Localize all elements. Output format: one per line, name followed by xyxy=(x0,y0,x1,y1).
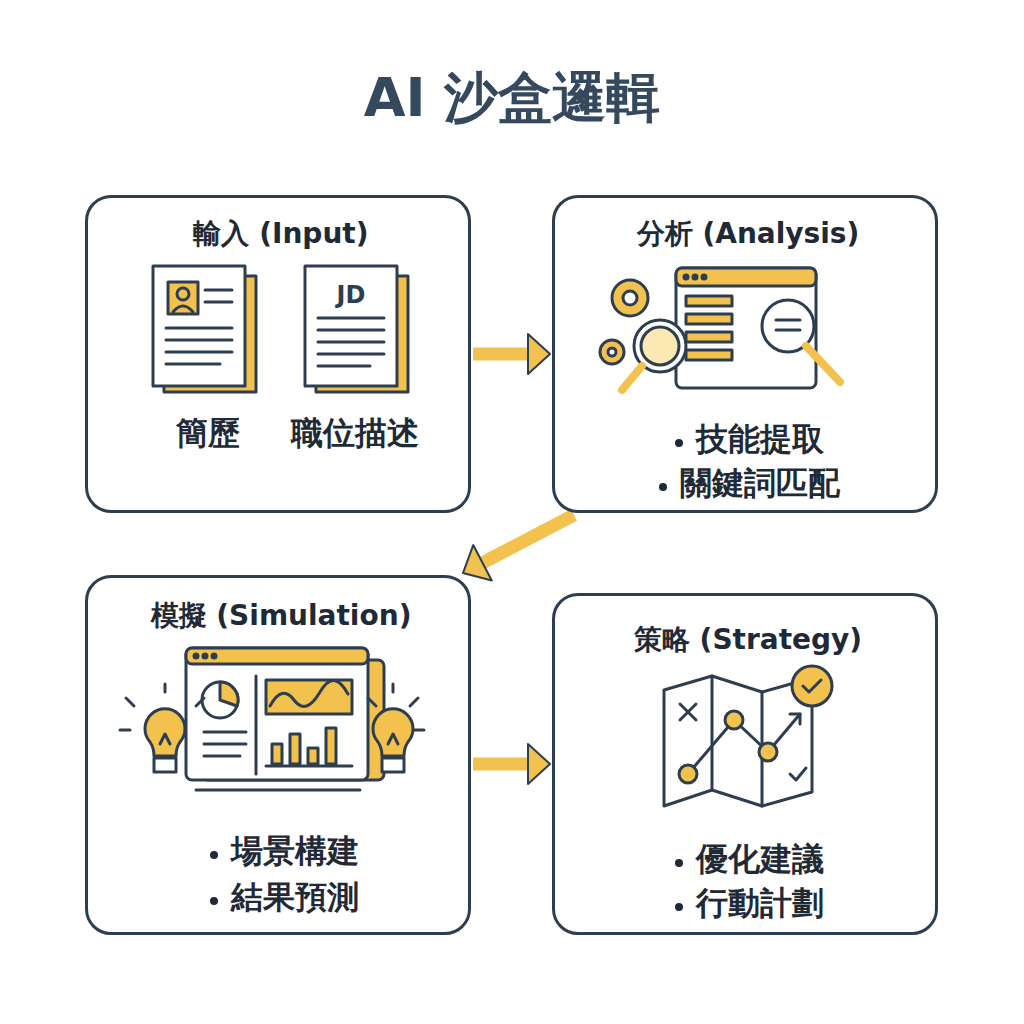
process-box: 模擬 (Simulation) 場景構建結果預測 xyxy=(85,575,471,935)
box-heading: 策略 (Strategy) xyxy=(634,621,862,659)
flow-arrow xyxy=(473,334,550,374)
box-item: 簡歷 xyxy=(176,412,240,456)
bullet-dot xyxy=(659,483,667,491)
bullet-dot xyxy=(210,851,218,859)
box-item: 行動計劃 xyxy=(696,882,824,926)
process-box: 輸入 (Input) 簡歷 職位描述 xyxy=(85,195,471,513)
bullet-dot xyxy=(675,439,683,447)
bullet-dot xyxy=(675,859,683,867)
diagram-title: AI 沙盒邏輯 xyxy=(0,62,1024,135)
bullet-dot xyxy=(675,903,683,911)
box-heading: 輸入 (Input) xyxy=(193,215,368,253)
flow-arrow xyxy=(463,515,574,581)
box-item: 場景構建 xyxy=(231,830,359,874)
box-item: 技能提取 xyxy=(696,418,824,462)
process-box: 策略 (Strategy) 優化建議行動計劃 xyxy=(552,593,938,935)
icon-label: JD xyxy=(337,281,366,309)
box-item: 結果預測 xyxy=(231,876,359,920)
box-item: 優化建議 xyxy=(696,838,824,882)
bullet-dot xyxy=(210,897,218,905)
box-heading: 模擬 (Simulation) xyxy=(151,597,412,635)
box-heading: 分析 (Analysis) xyxy=(637,215,860,253)
flow-arrow xyxy=(473,744,550,784)
box-item: 職位描述 xyxy=(291,412,419,456)
box-item: 關鍵詞匹配 xyxy=(680,462,840,506)
process-box: 分析 (Analysis) 技能提取關鍵詞匹配 xyxy=(552,195,938,513)
